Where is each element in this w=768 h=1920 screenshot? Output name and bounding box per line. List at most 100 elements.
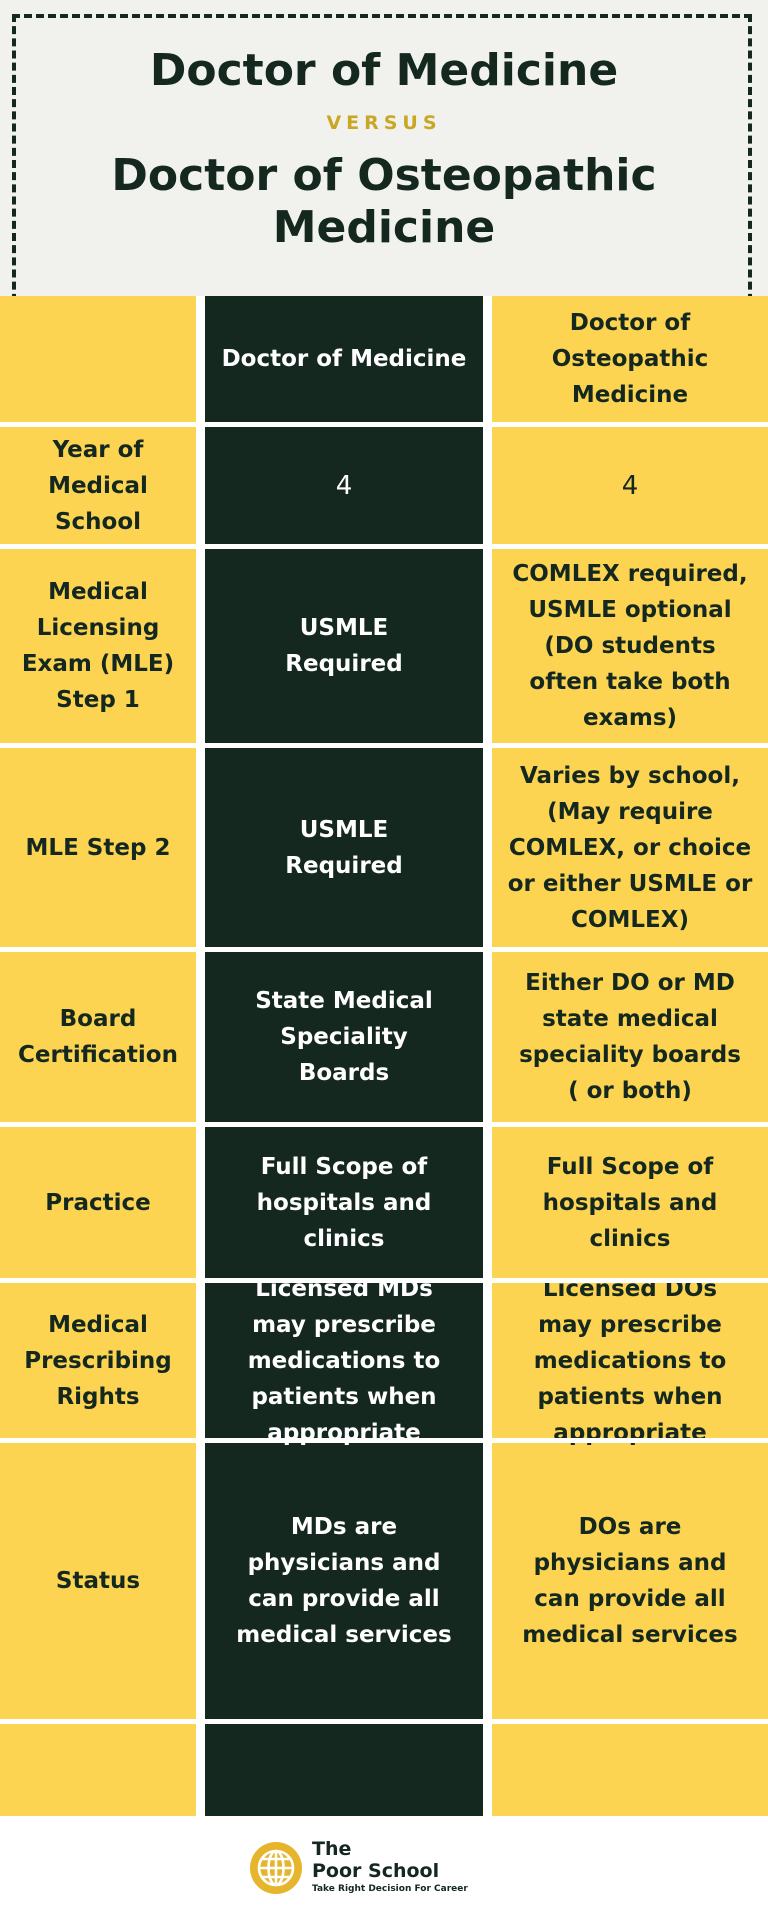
row-label-line: Licensing — [36, 615, 160, 641]
row-label-line: Exam (MLE) — [21, 651, 175, 677]
md-value-line: 4 — [335, 470, 353, 501]
md-value-cell: USMLE Required — [205, 549, 483, 743]
row-divider — [0, 544, 196, 549]
md-value-line: clinics — [303, 1225, 385, 1252]
row-divider — [492, 1122, 768, 1127]
column-header-md: Doctor of Medicine — [205, 296, 483, 422]
md-value-line: MDs are — [290, 1514, 398, 1540]
row-divider — [492, 422, 768, 427]
row-label-line: Board — [59, 1006, 137, 1032]
column-header-do: Doctor of Osteopathic Medicine — [492, 296, 768, 422]
md-value-cell: MDs are physicians and can provide all medi… — [205, 1443, 483, 1719]
corner-cell — [0, 296, 196, 422]
md-value-line: Full Scope of — [260, 1153, 428, 1180]
row-divider — [205, 1719, 483, 1724]
do-value-line: medical services — [522, 1622, 738, 1648]
row-divider — [0, 1278, 196, 1283]
row-divider — [492, 947, 768, 952]
row-label-line: Certification — [18, 1042, 178, 1068]
md-value-line: USMLE — [299, 816, 389, 843]
do-value-line: DOs are — [578, 1514, 682, 1540]
do-value-line: Either DO or MD — [525, 970, 735, 996]
footer: The Poor School Take Right Decision For … — [0, 1816, 768, 1920]
do-value-line: hospitals and — [542, 1189, 718, 1216]
do-value-line: may prescribe — [538, 1311, 722, 1338]
row-divider — [492, 1278, 768, 1283]
row-label-line: MLE Step 2 — [25, 834, 171, 861]
row-divider — [0, 422, 196, 427]
row-label-cell: Practice — [0, 1127, 196, 1278]
do-value-line: COMLEX) — [571, 906, 689, 933]
row-label-line: Medical — [48, 1311, 148, 1338]
md-value-line: patients when — [251, 1383, 437, 1410]
title-doctor-of-osteopathic-medicine: Doctor of Osteopathic Medicine — [0, 150, 768, 254]
md-value-line: USMLE — [299, 615, 389, 641]
row-label-cell: Status — [0, 1443, 196, 1719]
row-divider — [205, 1122, 483, 1127]
label-column — [0, 296, 196, 1816]
title-2-line-1: Doctor of Osteopathic — [111, 150, 657, 201]
row-divider — [492, 743, 768, 748]
md-value-line: medications to — [247, 1347, 441, 1374]
row-divider — [205, 544, 483, 549]
do-value-line: ( or both) — [568, 1078, 692, 1104]
do-value-line: speciality boards — [519, 1042, 741, 1068]
dashed-frame — [12, 14, 752, 314]
do-value-line: physicians and — [533, 1550, 727, 1576]
do-value-line: Full Scope of — [546, 1153, 714, 1180]
row-divider — [492, 1438, 768, 1443]
row-label-line: School — [54, 508, 142, 535]
do-value-line: COMLEX, or choice — [508, 834, 752, 861]
column-header-do-line: Doctor of — [569, 310, 691, 336]
row-label-line: Medical — [48, 579, 148, 605]
md-value-line: physicians and — [247, 1550, 441, 1576]
md-value-line: Required — [285, 651, 403, 677]
row-label-line: Step 1 — [56, 687, 140, 713]
md-value-line: Required — [285, 852, 403, 879]
md-value-cell: 4 — [205, 427, 483, 544]
md-value-line: hospitals and — [256, 1189, 432, 1216]
title-2-line-2: Medicine — [272, 202, 496, 253]
md-value-line: may prescribe — [252, 1311, 436, 1338]
column-header-md-text: Doctor of Medicine — [221, 346, 467, 372]
do-value-line: 4 — [621, 470, 639, 501]
do-value-line: medications to — [533, 1347, 727, 1374]
row-divider — [0, 743, 196, 748]
row-label-line: Medical — [48, 472, 148, 499]
do-column — [492, 296, 768, 1816]
row-divider — [205, 947, 483, 952]
title-doctor-of-medicine: Doctor of Medicine — [149, 45, 619, 96]
comparison-table: Doctor of Medicine Doctor of Osteopathic… — [0, 296, 768, 1816]
do-value-line: Varies by school, — [520, 762, 740, 789]
do-value-line: patients when — [537, 1383, 723, 1410]
column-divider — [196, 296, 205, 1816]
brand-name: The Poor School — [312, 1838, 512, 1882]
brand-name-line-2: Poor School — [312, 1860, 440, 1882]
row-divider — [205, 1278, 483, 1283]
do-value-line: or either USMLE or — [507, 870, 753, 897]
do-value-line: USMLE optional — [528, 597, 732, 623]
row-label-line: Practice — [45, 1189, 151, 1216]
globe-icon — [250, 1842, 302, 1894]
md-value-line: can provide all — [248, 1586, 440, 1612]
md-value-cell: USMLE Required — [205, 748, 483, 947]
row-label-line: Year of — [52, 436, 144, 463]
versus-label: VERSUS — [326, 112, 442, 134]
header-banner: Doctor of Medicine VERSUS Doctor of Oste… — [0, 0, 768, 314]
do-value-line: (DO students — [544, 633, 716, 659]
row-label-line: Status — [55, 1568, 141, 1594]
do-value-line: clinics — [589, 1225, 671, 1252]
row-divider — [0, 1438, 196, 1443]
md-value-cell: Full Scope of hospitals and clinics — [205, 1127, 483, 1278]
column-header-do-line: Medicine — [571, 382, 689, 408]
md-value-line: medical services — [236, 1622, 452, 1648]
